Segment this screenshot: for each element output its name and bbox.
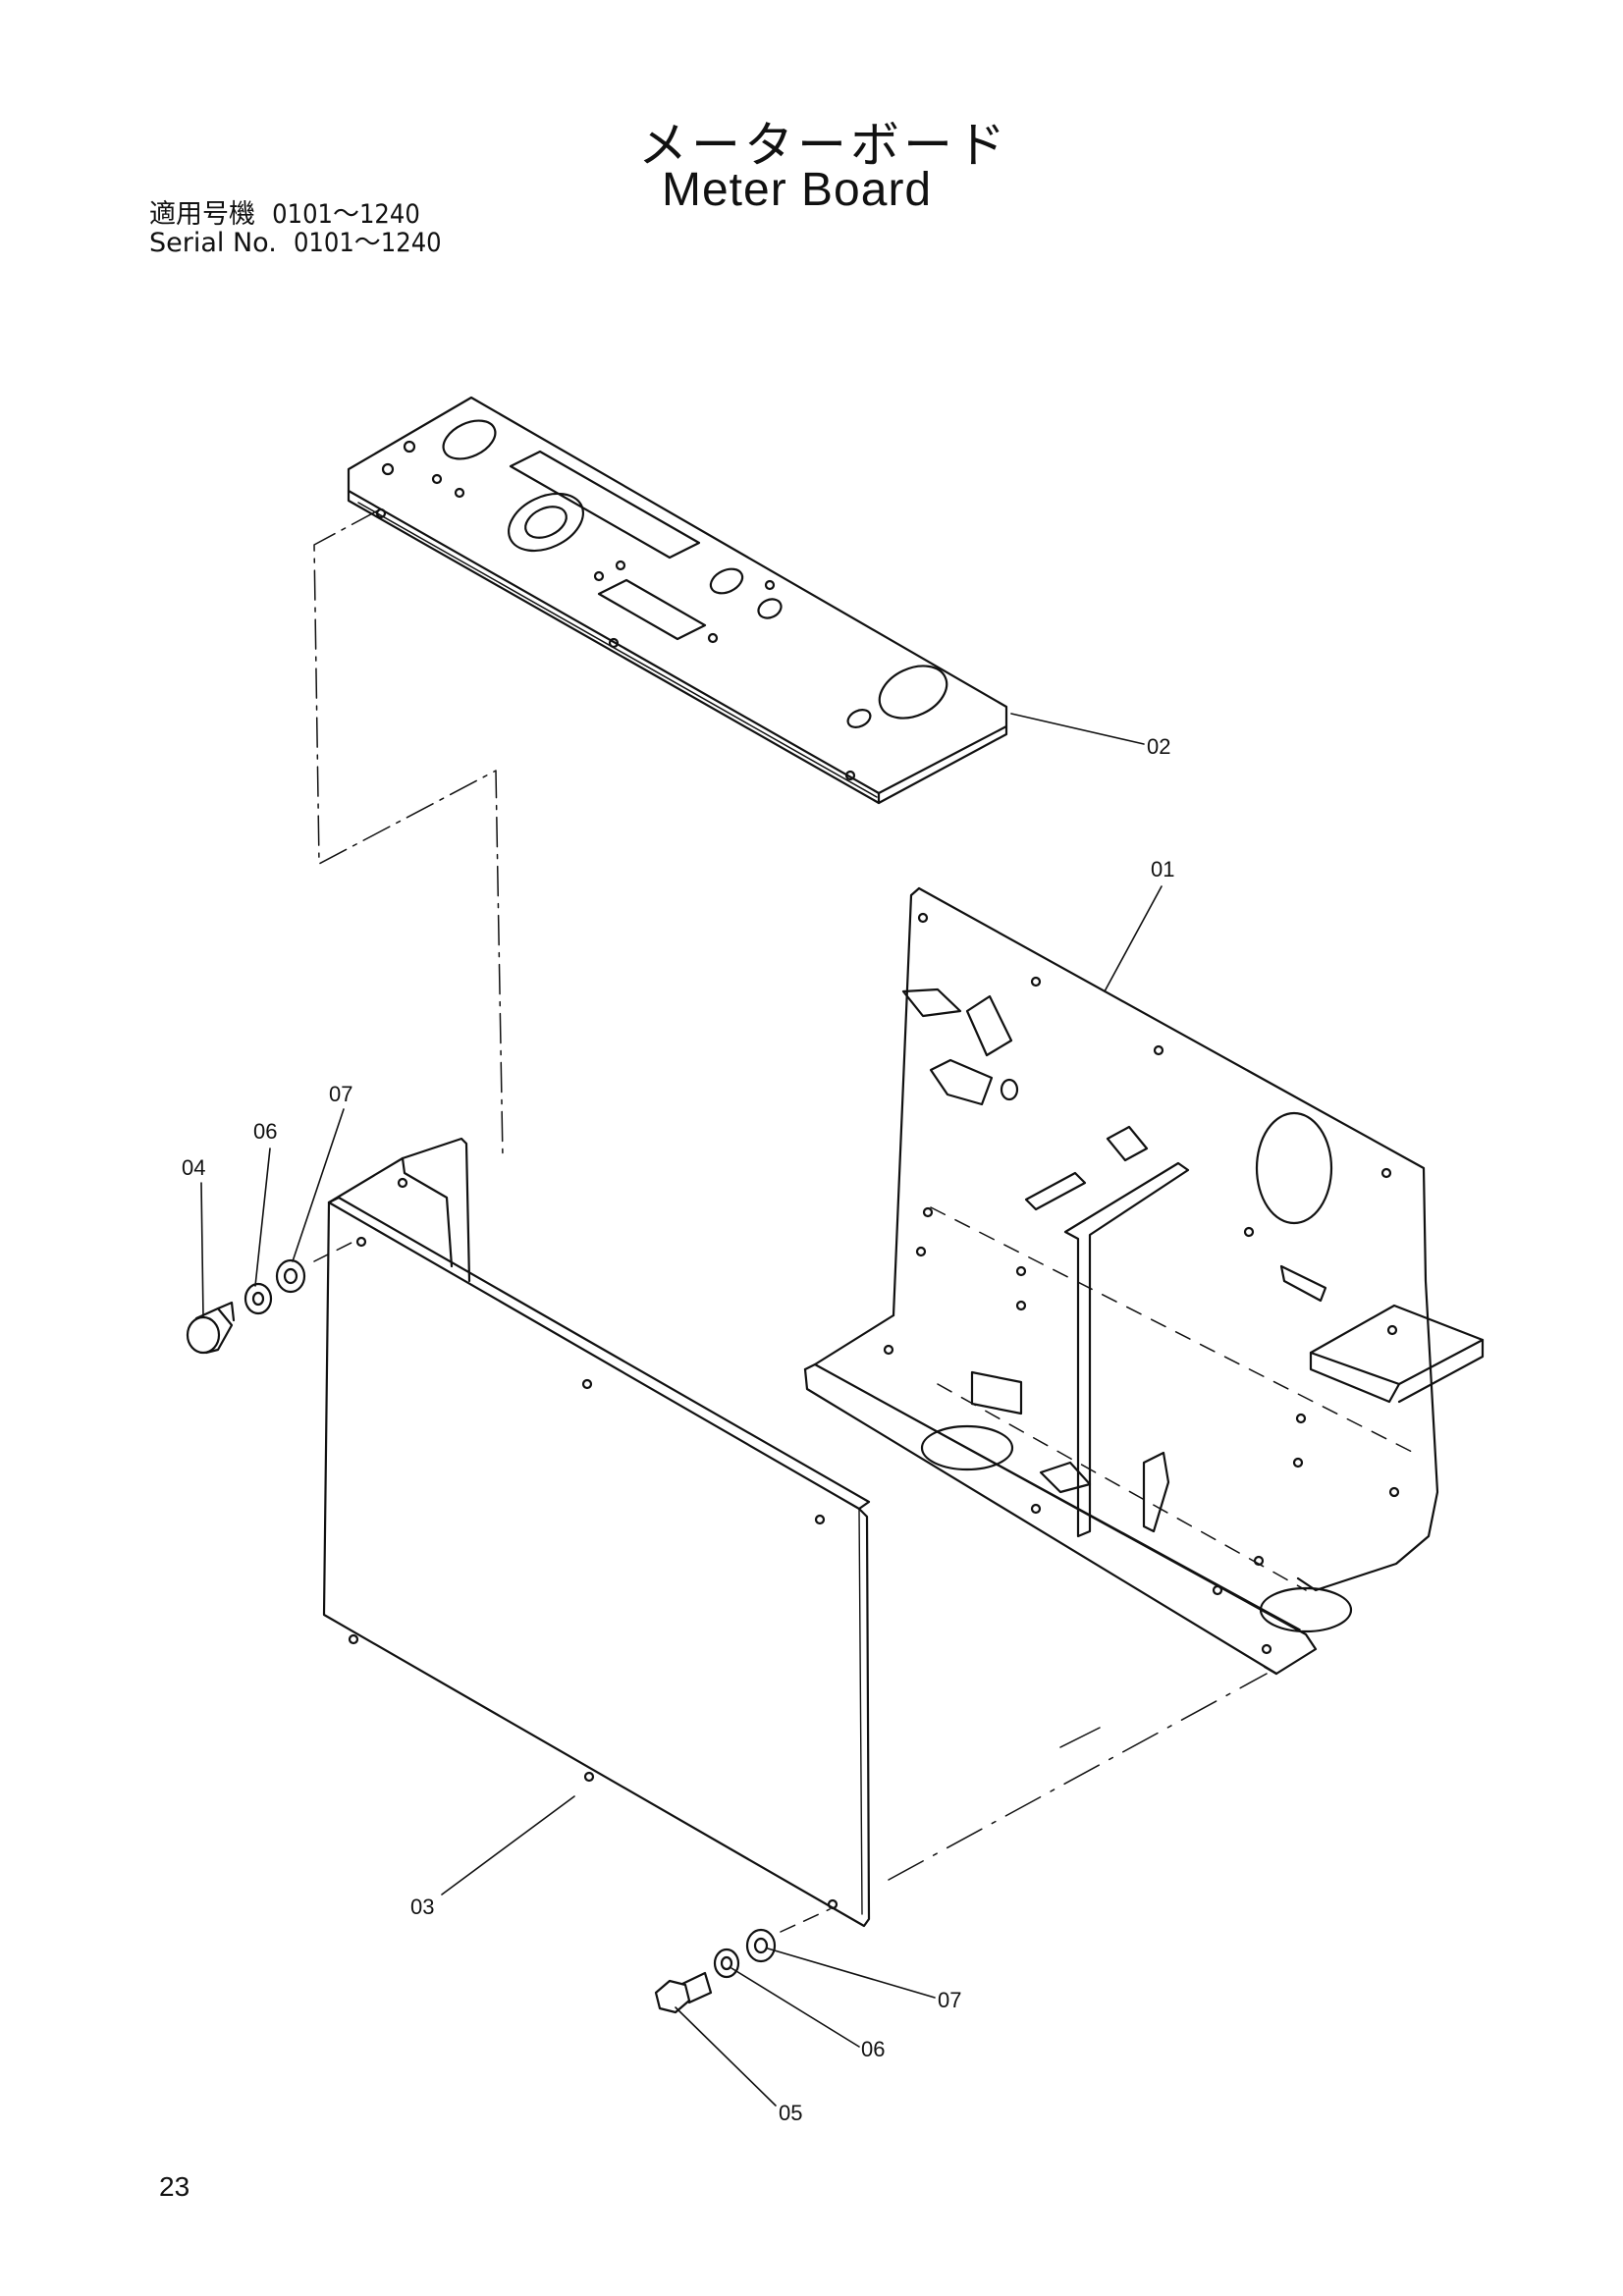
leader-04 [200,1182,204,1318]
hole-icon [878,665,948,720]
callout-03: 03 [410,1895,434,1919]
leader-05 [675,2006,777,2107]
leader-07b [767,1948,936,1999]
window-icon [509,450,701,560]
part-01-board-frame [803,886,1485,1676]
fastener-set-upper [186,1240,356,1355]
part-02-meter-plate [347,396,1008,805]
callout-06-lower: 06 [861,2037,885,2061]
page-number: 23 [159,2171,190,2202]
bracket-icon [1063,1161,1190,1538]
part-03-cover-panel [322,1137,871,1928]
callout-05: 05 [779,2101,802,2125]
washer-icon [243,1282,273,1315]
hole-icon [920,1424,1014,1471]
leader-01 [1104,885,1163,992]
washer-icon [275,1258,306,1294]
fastener-set-lower [654,1908,831,2014]
callout-07-upper: 07 [329,1082,352,1106]
leader-lines [200,713,1163,2107]
hole-icon [442,419,497,460]
serial-row-english: Serial No. 0101～1240 [149,230,442,257]
leader-02 [1010,713,1145,745]
washer-icon [745,1928,777,1963]
leader-06b [730,1967,860,2048]
serial-row-japanese: 適用号機 0101～1240 [149,201,420,229]
serial-range-japanese: 0101～1240 [272,199,420,230]
serial-range-english: 0101～1240 [293,228,442,258]
bolt-head-icon [186,1315,221,1355]
hole-icon [1259,1586,1353,1633]
callout-labels: 02 01 07 06 04 03 07 06 05 [182,734,1174,2125]
shelf-icon [1309,1304,1485,1386]
hex-bolt-icon [654,1979,691,2014]
hole-icon [1255,1111,1333,1225]
serial-label-english: Serial No. [149,228,277,258]
page-title-japanese: メーターボード [638,117,1009,174]
leader-07a [292,1108,345,1262]
callout-01: 01 [1151,857,1174,881]
callout-06-upper: 06 [253,1119,277,1144]
page-title-english: Meter Board [662,164,933,216]
leader-03 [441,1795,575,1896]
callout-02: 02 [1147,734,1170,759]
callout-04: 04 [182,1155,205,1180]
window-icon [597,578,707,641]
serial-label-japanese: 適用号機 [149,199,255,230]
hole-icon [508,492,584,553]
callout-07-lower: 07 [938,1988,961,2012]
washer-icon [713,1948,740,1979]
leader-06a [254,1148,271,1287]
assembly-lines [313,509,1268,1881]
